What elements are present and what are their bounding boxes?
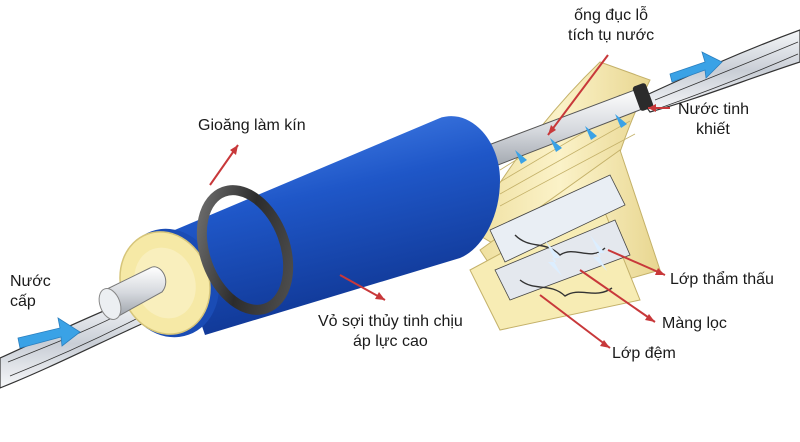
label-membrane: Màng lọc <box>662 315 727 332</box>
label-feed-water-line1: Nước <box>10 273 51 290</box>
seal-ring <box>196 185 294 315</box>
label-permeate-layer: Lớp thẩm thấu <box>670 271 774 288</box>
label-pure-water-line2: khiết <box>696 121 730 138</box>
label-feed-water-line2: cấp <box>10 293 36 310</box>
flow-arrows <box>17 51 723 349</box>
label-collection-tube-line2: tích tụ nước <box>568 27 655 44</box>
label-collection-tube-line1: ống đục lỗ <box>574 7 648 24</box>
perforated-collection-tube <box>469 83 654 173</box>
label-pure-water: Nước tinh khiết <box>678 100 749 140</box>
label-collection-tube: ống đục lỗ tích tụ nước <box>568 6 654 46</box>
membrane-sheet-layers <box>469 61 661 331</box>
pointer-arrows <box>209 54 670 349</box>
label-seal: Gioăng làm kín <box>198 117 306 134</box>
label-fiberglass-shell-line2: áp lực cao <box>353 333 428 350</box>
label-pure-water-line1: Nước tinh <box>678 101 749 118</box>
label-feed-water: Nước cấp <box>10 272 51 312</box>
label-fiberglass-shell-line1: Vỏ sợi thủy tinh chịu <box>318 313 463 330</box>
label-fiberglass-shell: Vỏ sợi thủy tinh chịu áp lực cao <box>318 312 463 352</box>
label-spacer-layer: Lớp đệm <box>612 345 676 362</box>
